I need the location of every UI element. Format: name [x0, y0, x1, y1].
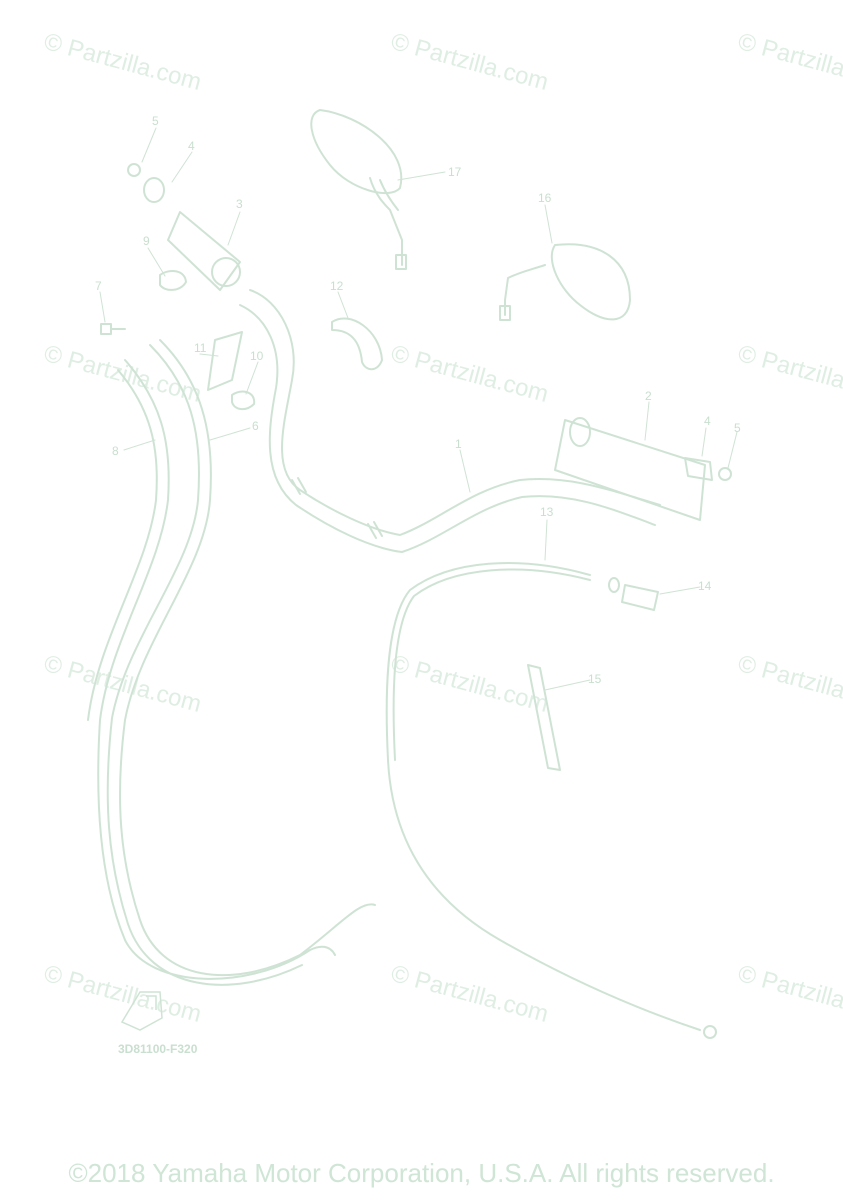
- holder-10-part: [231, 390, 256, 410]
- grip-end-right-part: [684, 457, 732, 481]
- grip-end-left-part: [127, 163, 165, 203]
- callout-1: 1: [455, 437, 462, 451]
- rubber-boot-part: [608, 577, 659, 611]
- callout-2: 2: [645, 389, 652, 403]
- leader-lines: [99, 127, 738, 691]
- callout-5: 5: [152, 114, 159, 128]
- callout-14: 14: [698, 579, 712, 593]
- callout-13: 13: [540, 505, 554, 519]
- callout-9: 9: [143, 234, 150, 248]
- front-direction-icon: [120, 991, 163, 1031]
- drawing-code: 3D81100-F320: [118, 1042, 198, 1056]
- callout-16: 16: [538, 191, 552, 205]
- cable-6-part: [106, 339, 376, 986]
- callout-10: 10: [250, 349, 264, 363]
- callout-15: 15: [588, 672, 602, 686]
- callout-8: 8: [112, 444, 119, 458]
- throttle-cable-part: [385, 562, 717, 1039]
- callout-3: 3: [236, 197, 243, 211]
- holder-12-part: [331, 317, 383, 371]
- bolt-part: [100, 323, 126, 335]
- right-grip-part: [554, 417, 706, 521]
- copyright-notice: ©2018 Yamaha Motor Corporation, U.S.A. A…: [68, 1158, 775, 1188]
- cable-tie-part: [527, 664, 561, 771]
- callout-7: 7: [95, 279, 102, 293]
- holder-9-part: [159, 269, 187, 291]
- handlebar-part: [239, 289, 661, 553]
- right-mirror-part: [499, 243, 631, 321]
- holder-11-part: [207, 331, 243, 391]
- callout-4b: 4: [704, 414, 711, 428]
- left-mirror-part: [310, 109, 407, 270]
- cable-8-part: [87, 359, 336, 980]
- left-grip-part: [167, 211, 241, 291]
- callout-12: 12: [330, 279, 344, 293]
- callout-5b: 5: [734, 421, 741, 435]
- callout-17: 17: [448, 165, 462, 179]
- callout-4: 4: [188, 139, 195, 153]
- callout-11: 11: [194, 341, 207, 355]
- callout-6: 6: [252, 419, 259, 433]
